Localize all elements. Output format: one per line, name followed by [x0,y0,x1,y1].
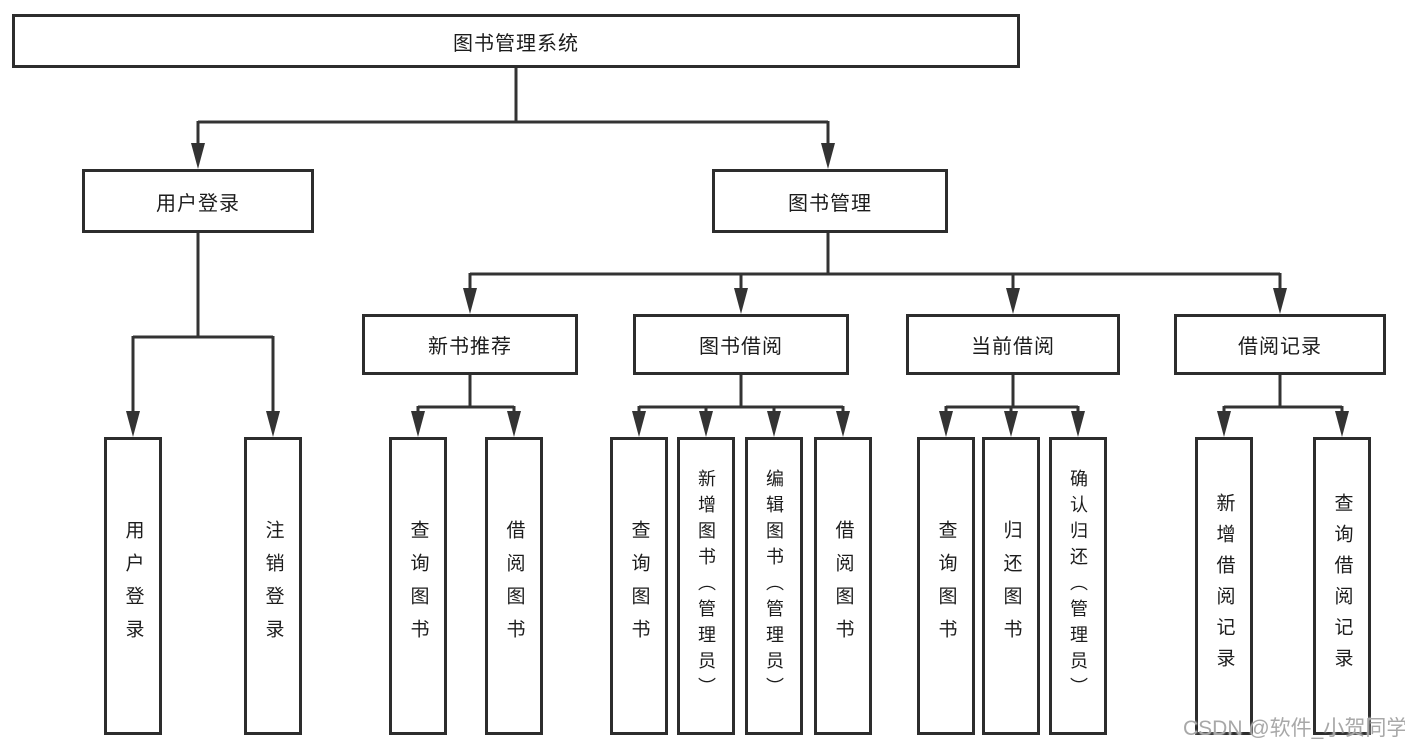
leaf-return-books: 归还图书 [982,437,1040,735]
node-label: 查询图书 [628,520,650,652]
node-label: 用户登录 [122,520,144,652]
node-book-borrowing: 图书借阅 [633,314,849,375]
node-new-book-recommend: 新书推荐 [362,314,578,375]
leaf-add-borrow-record: 新增借阅记录 [1195,437,1253,735]
node-label: 图书借阅 [699,336,783,358]
node-library-management-system: 图书管理系统 [12,14,1020,68]
node-user-login: 用户登录 [82,169,314,233]
csdn-watermark: CSDN @软件_小贺同学 [1183,717,1405,740]
leaf-query-books-recommend: 查询图书 [389,437,447,735]
node-current-borrowing: 当前借阅 [906,314,1120,375]
node-label: 图书管理系统 [453,32,579,55]
node-label: 新增图书（管理员） [696,469,716,703]
node-label: 查询图书 [935,520,957,652]
node-label: 新增借阅记录 [1213,493,1235,679]
node-label: 查询图书 [407,520,429,652]
node-label: 借阅图书 [832,520,854,652]
node-label: 借阅图书 [503,520,525,652]
node-label: 用户登录 [156,192,240,215]
node-label: 借阅记录 [1238,336,1322,358]
node-label: 确认归还（管理员） [1068,469,1088,703]
leaf-borrow-books: 借阅图书 [814,437,872,735]
node-label: 图书管理 [788,192,872,215]
node-label: 查询借阅记录 [1331,493,1353,679]
leaf-user-login: 用户登录 [104,437,162,735]
node-borrowing-records: 借阅记录 [1174,314,1386,375]
leaf-confirm-return-admin: 确认归还（管理员） [1049,437,1107,735]
node-label: 注销登录 [262,520,284,652]
leaf-add-books-admin: 新增图书（管理员） [677,437,735,735]
node-label: 归还图书 [1000,520,1022,652]
node-label: 编辑图书（管理员） [764,469,784,703]
leaf-query-borrow-record: 查询借阅记录 [1313,437,1371,735]
leaf-logout: 注销登录 [244,437,302,735]
node-label: 当前借阅 [971,336,1055,358]
node-label: 新书推荐 [428,336,512,358]
leaf-edit-books-admin: 编辑图书（管理员） [745,437,803,735]
leaf-borrow-books-recommend: 借阅图书 [485,437,543,735]
leaf-query-books-borrowing: 查询图书 [610,437,668,735]
node-book-management: 图书管理 [712,169,948,233]
leaf-query-books-current: 查询图书 [917,437,975,735]
